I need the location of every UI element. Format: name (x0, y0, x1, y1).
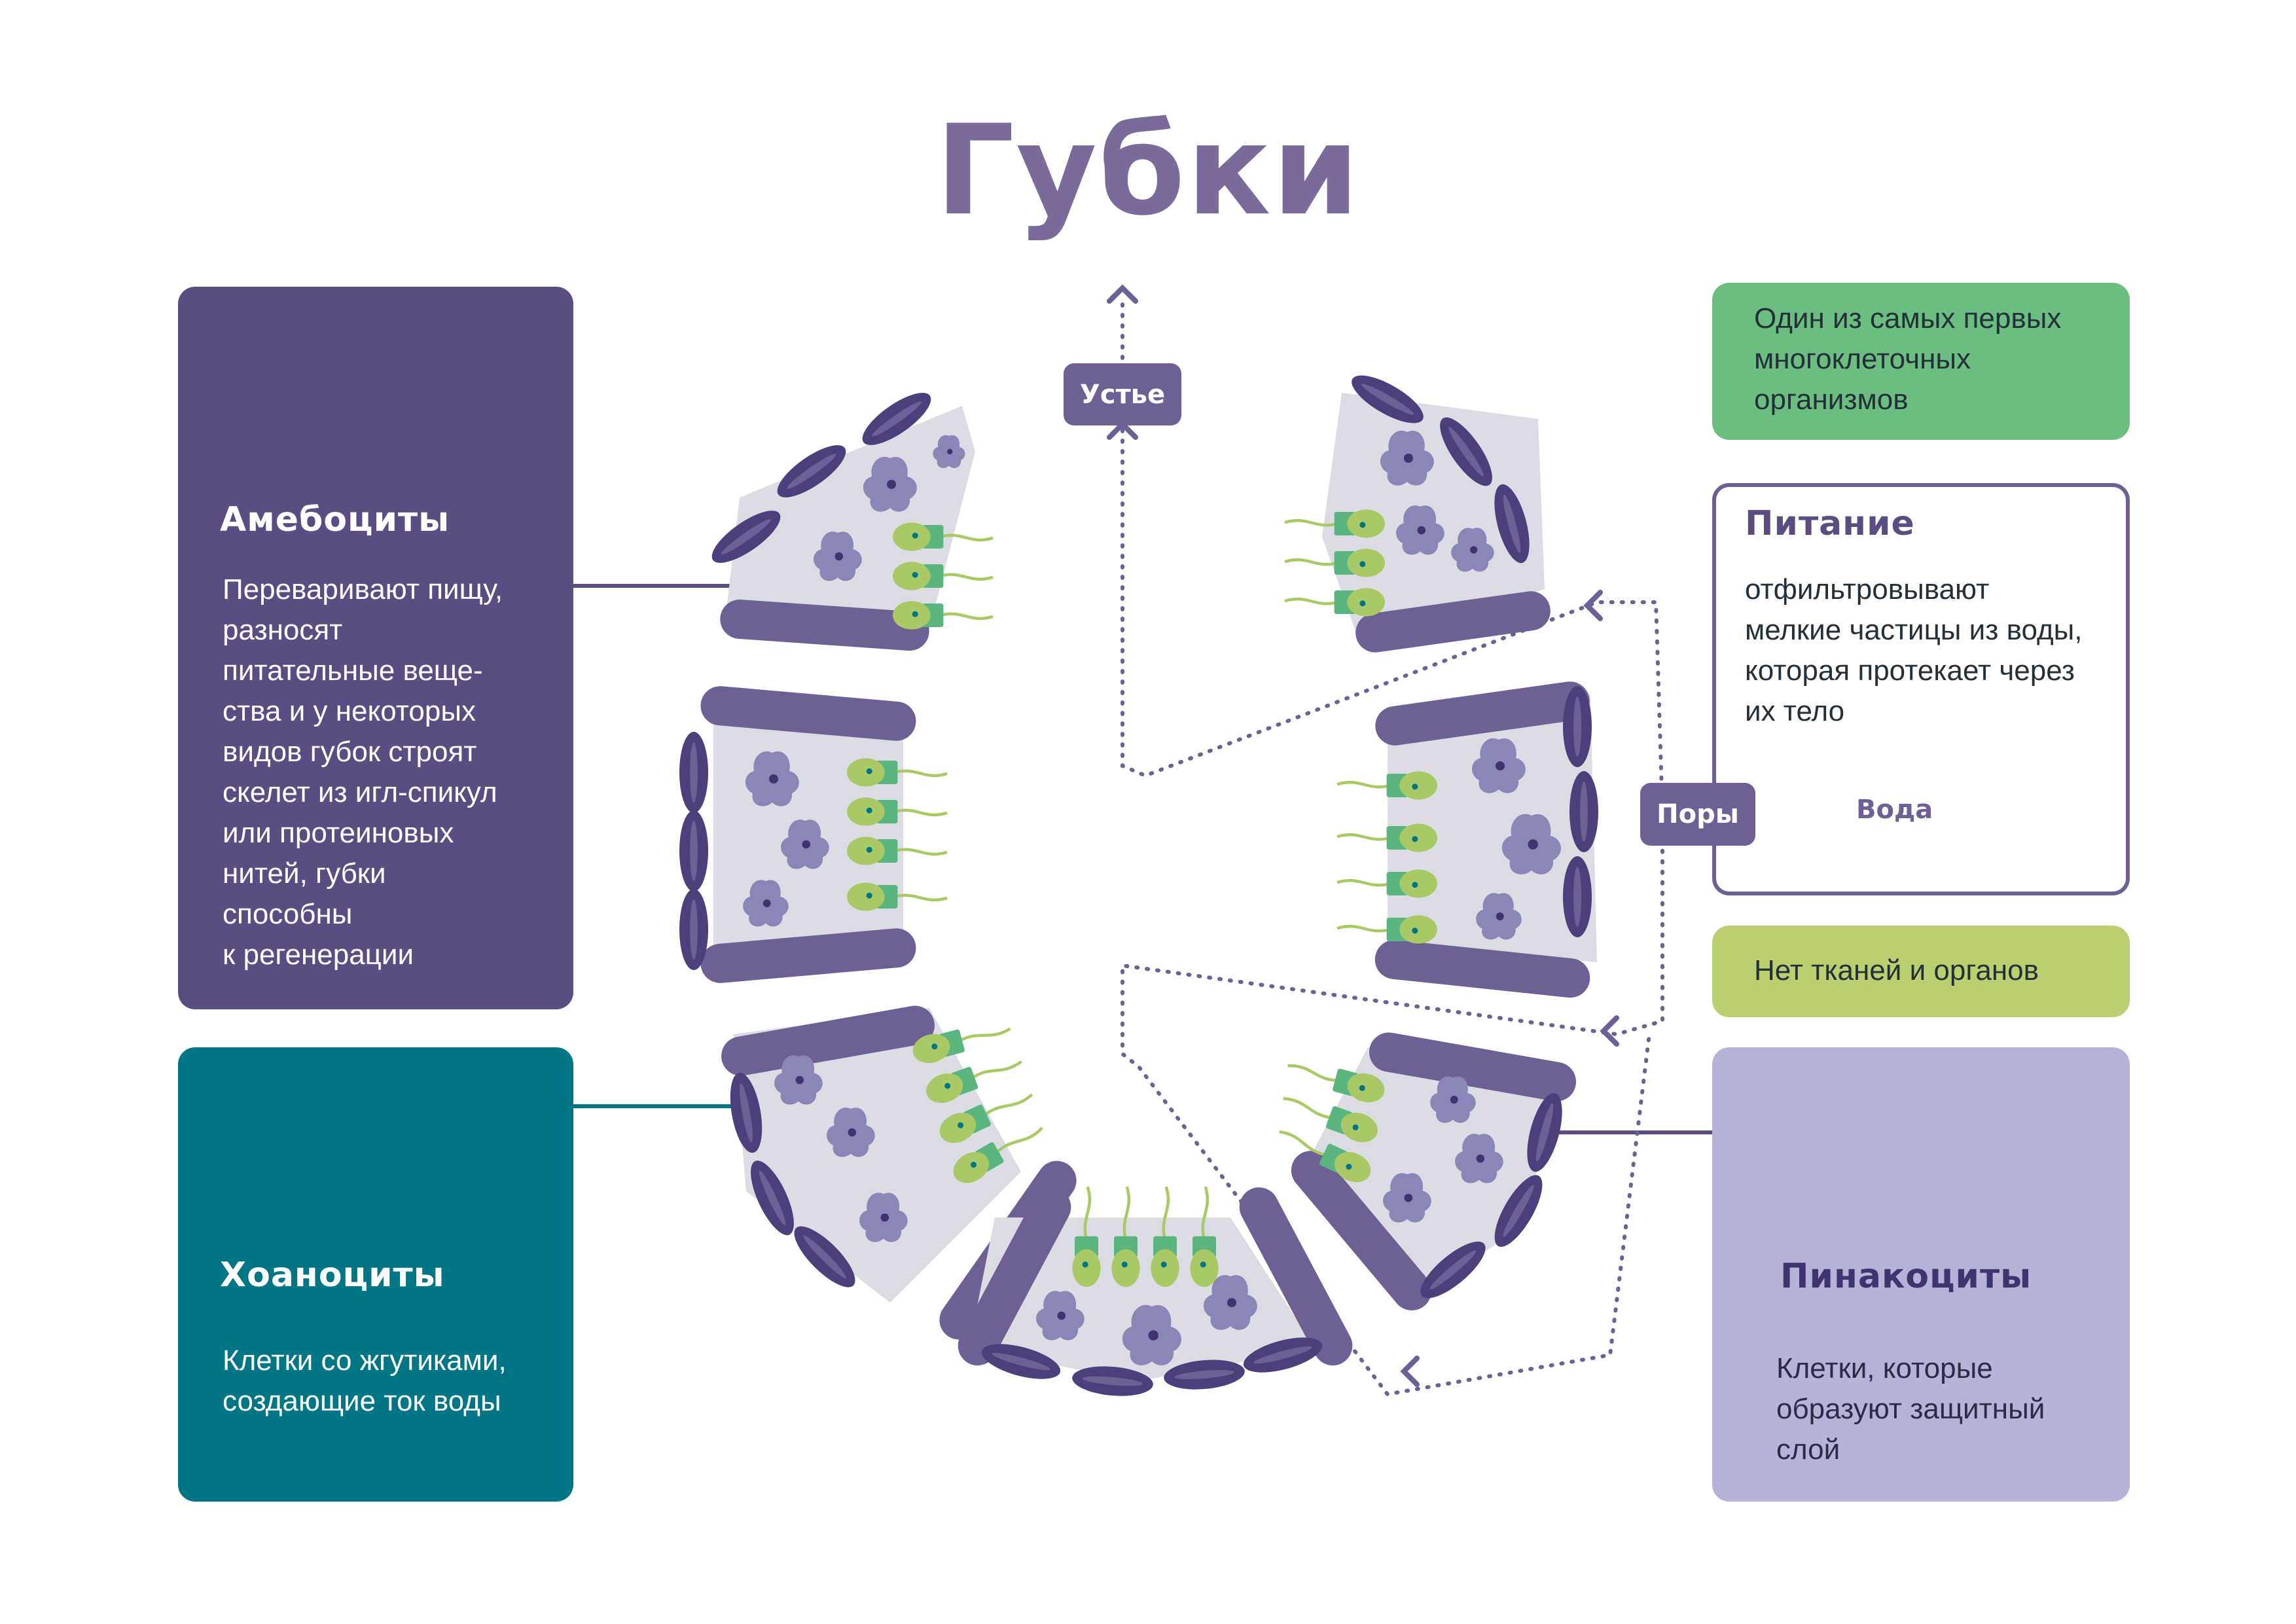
amoebocytes-card: Амебоциты Переваривают пищу, разносят пи… (178, 287, 573, 1009)
pinacocytes-title: Пинакоциты (1780, 1257, 2032, 1296)
segment-low-right (1273, 1032, 1577, 1310)
segment-top-right (1285, 366, 1551, 653)
page-title: Губки (935, 98, 1361, 243)
pinacocytes-card: Пинакоциты Клетки, которые образуют защи… (1712, 1047, 2130, 1502)
segment-top-left (704, 384, 993, 651)
amoebocytes-text: Переваривают пищу, разносят питательные … (223, 573, 503, 971)
choanocytes-text: Клетки со жгутиками, создающие ток воды (223, 1344, 507, 1417)
first-multicellular-text: Один из самых первых многоклеточных орга… (1754, 302, 2062, 416)
choanocytes-card: Хоаноциты Клетки со жгутиками, создающие… (178, 1047, 573, 1502)
no-tissues-card: Нет тканей и органов (1712, 926, 2130, 1017)
nutrition-card: Питание отфильтровывают мелкие частицы и… (1712, 483, 2130, 895)
nutrition-text: отфильтровывают мелкие частицы из воды, … (1745, 573, 2083, 727)
first-multicellular-card: Один из самых первых многоклеточных орга… (1712, 283, 2130, 440)
segment-mid-right (1337, 681, 1598, 998)
segment-mid-left (679, 686, 947, 983)
nutrition-title: Питание (1745, 504, 1915, 543)
choanocytes-title: Хоаноциты (220, 1255, 445, 1295)
pinacocytes-text: Клетки, которые образуют защитный слой (1776, 1352, 2045, 1466)
pores-tag: Поры (1640, 783, 1755, 846)
water-label: Вода (1856, 795, 1933, 825)
amoebocytes-title: Амебоциты (220, 500, 450, 539)
no-tissues-text: Нет тканей и органов (1754, 954, 2039, 986)
osculum-tag: Устье (1064, 363, 1181, 425)
